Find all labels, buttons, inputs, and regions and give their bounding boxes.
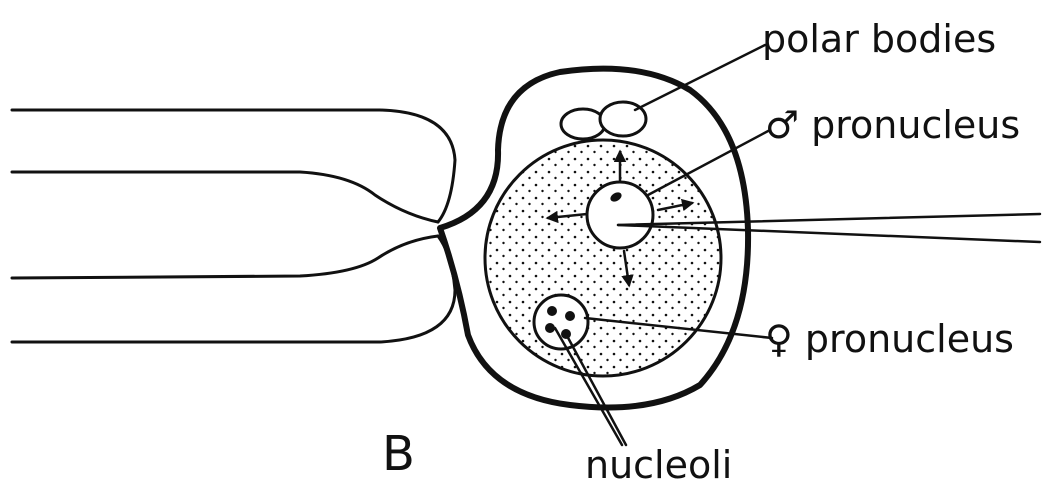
panel-letter: B xyxy=(382,426,415,482)
label-nucleoli: nucleoli xyxy=(585,443,732,486)
pipette-inner-lower-wall xyxy=(12,236,438,278)
nucleolus xyxy=(545,323,555,333)
label-polar-bodies: polar bodies xyxy=(762,17,996,61)
label-female-pronucleus: ♀ pronucleus xyxy=(765,317,1014,361)
holding-pipette xyxy=(12,110,455,342)
male-pronucleus xyxy=(587,182,653,248)
pipette-outer-upper-wall xyxy=(12,110,455,222)
label-male-pronucleus: ♂ pronucleus xyxy=(765,103,1020,147)
polar-bodies xyxy=(561,102,646,139)
nucleolus xyxy=(565,311,575,321)
polar-body-1 xyxy=(561,109,605,139)
pipette-inner-upper-wall xyxy=(12,172,438,222)
nucleolus xyxy=(547,306,557,316)
